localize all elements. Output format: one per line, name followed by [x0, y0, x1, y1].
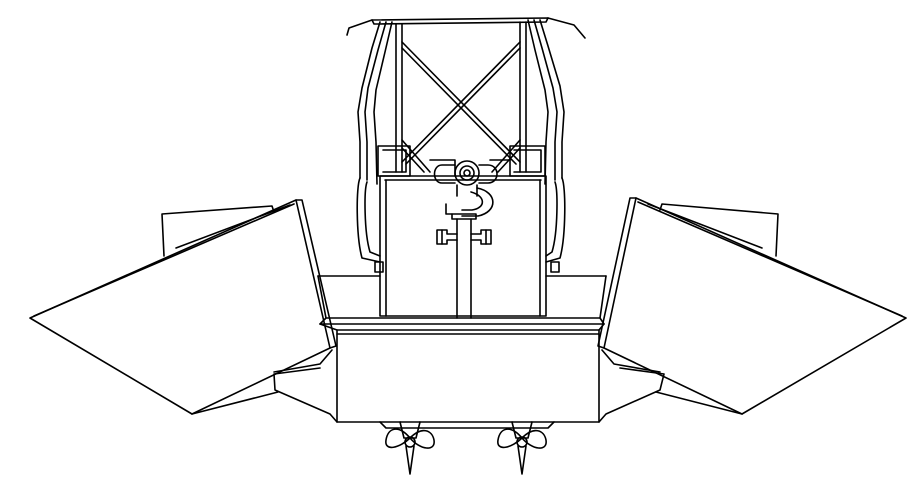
prop-right-blade-top [498, 429, 522, 447]
x-brace-b1 [402, 42, 520, 162]
pipe-assembly [435, 161, 498, 318]
hull-right-side [600, 276, 606, 318]
x-brace-a2 [402, 48, 516, 164]
pipe-bend [462, 188, 493, 216]
console-outer [380, 176, 546, 316]
canopy-left-rail-outer [358, 22, 380, 178]
prop-right-blade-bottom [518, 446, 526, 474]
pipe-elbow-left [435, 165, 456, 183]
prop-left-blade-top [386, 429, 410, 447]
canopy-left-rail-inner [374, 22, 392, 184]
pipe-cap-inner [464, 170, 470, 176]
prop-left-hub [405, 437, 415, 447]
right-wing-inner-edge [598, 198, 636, 348]
pipe-tab-left [446, 204, 452, 214]
console-left-wrap-2 [365, 182, 380, 256]
right-deck-stub [551, 262, 559, 272]
seat-back-right-inner [514, 150, 541, 172]
canopy-left-rail-mid [365, 22, 386, 180]
pipe-collar [452, 214, 476, 219]
prop-left-blade-side [410, 431, 434, 448]
left-deck-stub [375, 262, 383, 272]
left-wing-top-edge [34, 204, 294, 316]
left-wing-outer [30, 200, 330, 414]
prop-left-shaft [400, 422, 420, 438]
prop-right-blade-side [522, 431, 546, 448]
canopy-top-bar-inner [372, 18, 548, 24]
right-wing-outer [604, 198, 906, 414]
canopy-right-rail-inner [528, 20, 548, 184]
pipe-cap-outer [455, 161, 479, 185]
hull-top-rail [320, 318, 604, 324]
prop-left-blade-bottom [406, 446, 414, 474]
left-wing-back [162, 206, 274, 256]
pipe-bend-inner [462, 192, 482, 210]
prop-right-hub [517, 437, 527, 447]
left-wing-back-shelf [176, 205, 290, 248]
pipe-neck [457, 185, 477, 196]
keel-line [380, 422, 554, 428]
x-brace-b2 [406, 48, 520, 164]
transom [274, 324, 664, 428]
pipe-elbow-right [479, 165, 497, 183]
canopy-right-rail-outer [540, 20, 564, 178]
left-wing [30, 200, 336, 414]
hull-left-side [318, 276, 326, 318]
console-left-wrap [357, 178, 380, 262]
transom-panel [337, 330, 599, 422]
right-wing [598, 198, 906, 414]
canopy-right-rail-mid [534, 20, 557, 180]
pipe-valve-right [471, 230, 491, 244]
left-wing-underside [274, 350, 332, 372]
propeller-right [498, 422, 546, 474]
pipe-cap-mid [460, 166, 474, 180]
hull-bottom-right [599, 368, 664, 422]
right-wing-underside [602, 350, 660, 372]
right-wing-strut [656, 392, 742, 414]
right-wing-back [660, 204, 778, 256]
pipe-valve-left [437, 230, 457, 244]
right-wing-top-edge [638, 202, 902, 316]
canopy-top-bar [347, 18, 585, 38]
console-right-wrap [546, 178, 565, 262]
transom-left-step [320, 324, 604, 330]
canopy-frame [347, 18, 585, 184]
seat-back-left-inner [383, 150, 406, 172]
right-wing-back-shelf [648, 204, 762, 248]
left-wing-inner-edge [296, 200, 336, 348]
left-wing-strut [192, 392, 278, 414]
center-console [357, 176, 565, 316]
hull-bottom-left [274, 368, 337, 422]
propeller-left [386, 422, 434, 474]
prop-right-shaft [512, 422, 532, 438]
console-right-wrap-2 [546, 182, 557, 256]
